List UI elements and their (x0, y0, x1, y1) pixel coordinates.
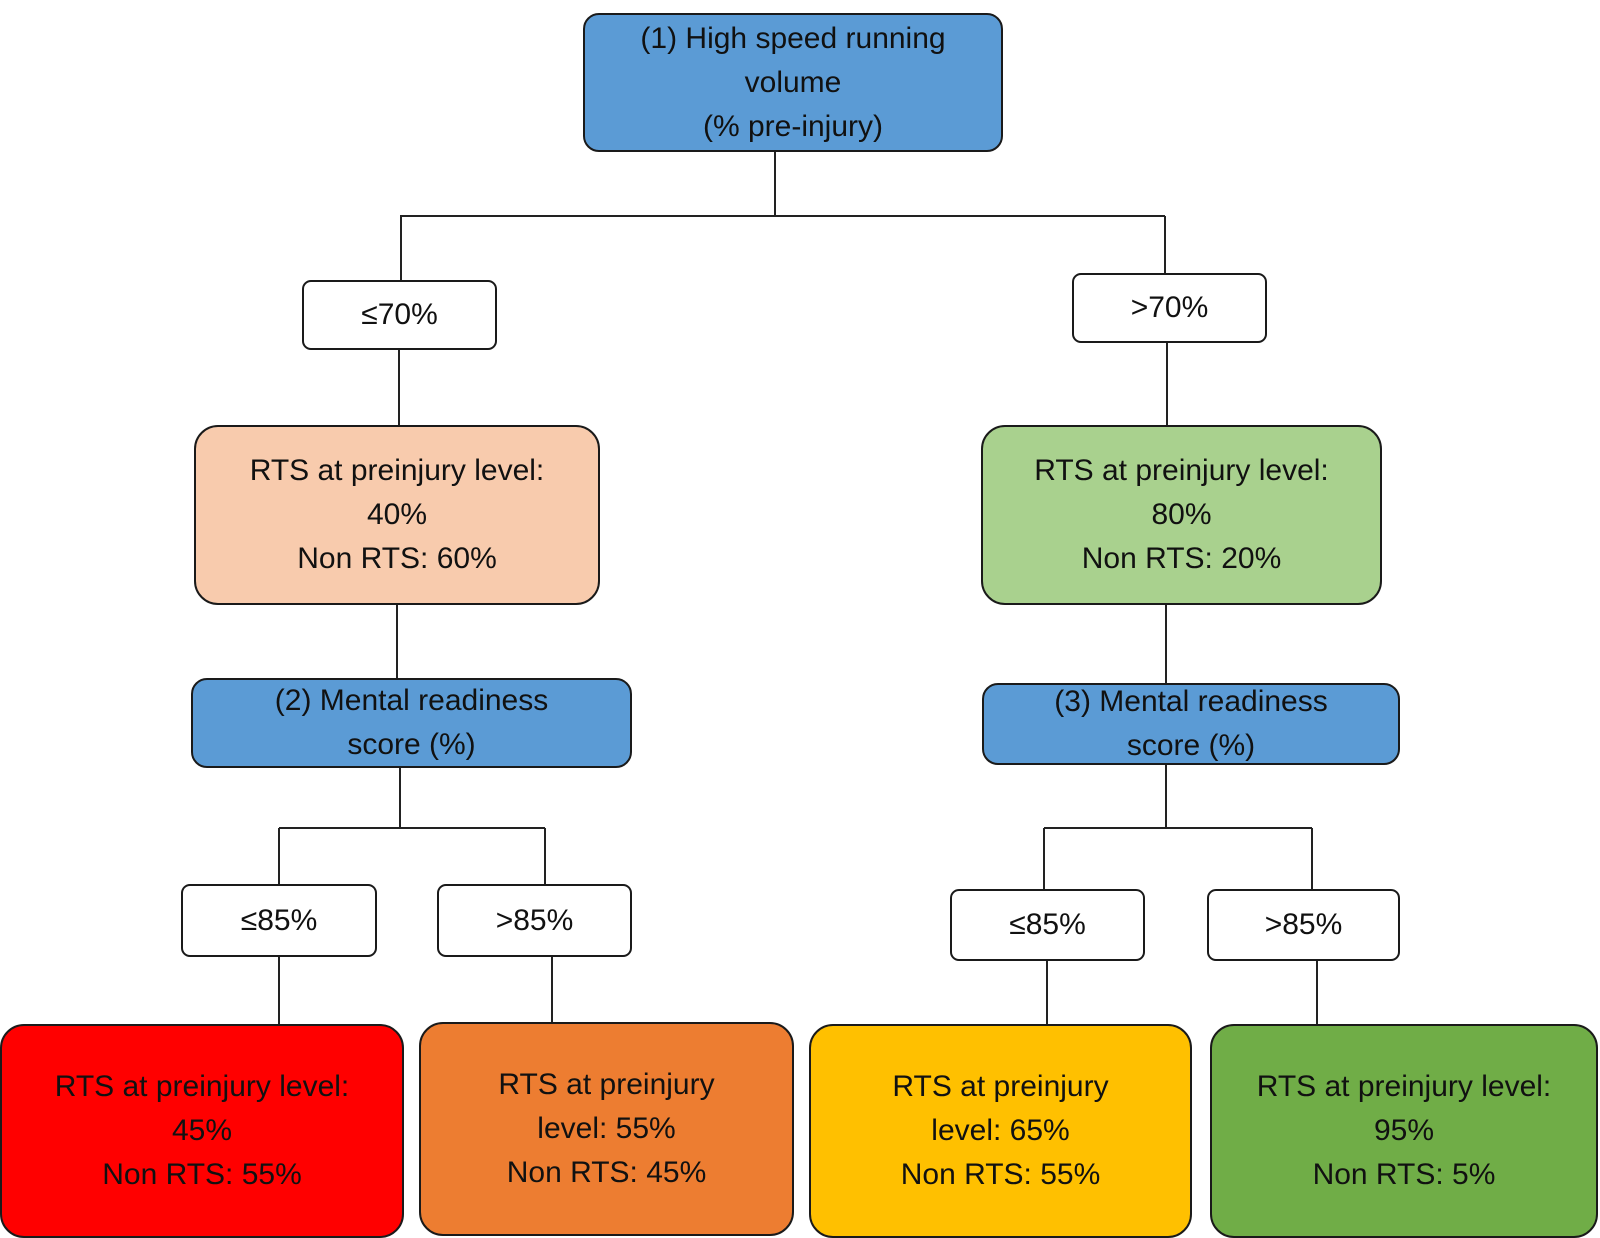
mental-readiness-box-right: (3) Mental readiness score (%) (982, 683, 1400, 765)
leaf-2-line-3: Non RTS: 45% (506, 1156, 707, 1189)
result-left-line-2: 40% (366, 498, 428, 531)
branch-le-85-left-label: ≤85% (240, 903, 318, 937)
result-left-line-3: Non RTS: 60% (297, 542, 497, 575)
leaf-box-2: RTS at preinjury level: 55% Non RTS: 45% (419, 1022, 794, 1236)
mental-readiness-box-left: (2) Mental readiness score (%) (191, 678, 632, 768)
leaf-4-line-3: Non RTS: 5% (1312, 1158, 1496, 1191)
result-right-line-2: 80% (1151, 498, 1212, 531)
branch-gt-70-label: >70% (1130, 291, 1209, 324)
leaf-box-4: RTS at preinjury level: 95% Non RTS: 5% (1210, 1024, 1598, 1238)
leaf-box-3: RTS at preinjury level: 65% Non RTS: 55% (809, 1024, 1192, 1238)
result-box-left: RTS at preinjury level: 40% Non RTS: 60% (194, 425, 600, 605)
root-question-box: (1) High speed running volume (% pre-inj… (583, 13, 1003, 152)
root-line-3: (% pre-injury) (702, 109, 884, 143)
branch-gt-85-right: >85% (1207, 889, 1400, 961)
leaf-2-line-1: RTS at preinjury (498, 1068, 715, 1101)
branch-le-70-label: ≤70% (361, 298, 438, 331)
leaf-1-line-1: RTS at preinjury level: (54, 1070, 350, 1103)
result-right-line-3: Non RTS: 20% (1081, 542, 1282, 575)
branch-gt-85-right-label: >85% (1264, 908, 1343, 941)
leaf-2-line-2: level: 55% (537, 1112, 676, 1145)
branch-le-85-right-label: ≤85% (1009, 908, 1086, 941)
branch-gt-85-left-label: >85% (495, 903, 574, 937)
result-box-right: RTS at preinjury level: 80% Non RTS: 20% (981, 425, 1382, 605)
leaf-3-line-3: Non RTS: 55% (900, 1158, 1101, 1191)
leaf-3-line-1: RTS at preinjury (892, 1070, 1109, 1103)
leaf-4-line-2: 95% (1373, 1114, 1435, 1147)
branch-gt-70: >70% (1072, 273, 1267, 343)
root-line-1: (1) High speed running (640, 21, 946, 55)
leaf-1-line-2: 45% (171, 1114, 233, 1147)
leaf-4-line-1: RTS at preinjury level: (1256, 1070, 1552, 1103)
mental-right-line-2: score (%) (1126, 729, 1256, 762)
branch-le-85-left: ≤85% (181, 884, 377, 957)
leaf-box-1: RTS at preinjury level: 45% Non RTS: 55% (0, 1024, 404, 1238)
leaf-3-line-2: level: 65% (931, 1114, 1070, 1147)
branch-le-85-right: ≤85% (950, 889, 1145, 961)
result-left-line-1: RTS at preinjury level: (249, 454, 545, 487)
mental-left-line-2: score (%) (347, 728, 476, 761)
branch-gt-85-left: >85% (437, 884, 632, 957)
leaf-1-line-3: Non RTS: 55% (102, 1158, 302, 1191)
mental-right-line-1: (3) Mental readiness (1054, 685, 1328, 718)
result-right-line-1: RTS at preinjury level: (1034, 454, 1329, 487)
branch-le-70: ≤70% (302, 280, 497, 350)
root-line-2: volume (744, 65, 842, 99)
mental-left-line-1: (2) Mental readiness (274, 684, 549, 717)
